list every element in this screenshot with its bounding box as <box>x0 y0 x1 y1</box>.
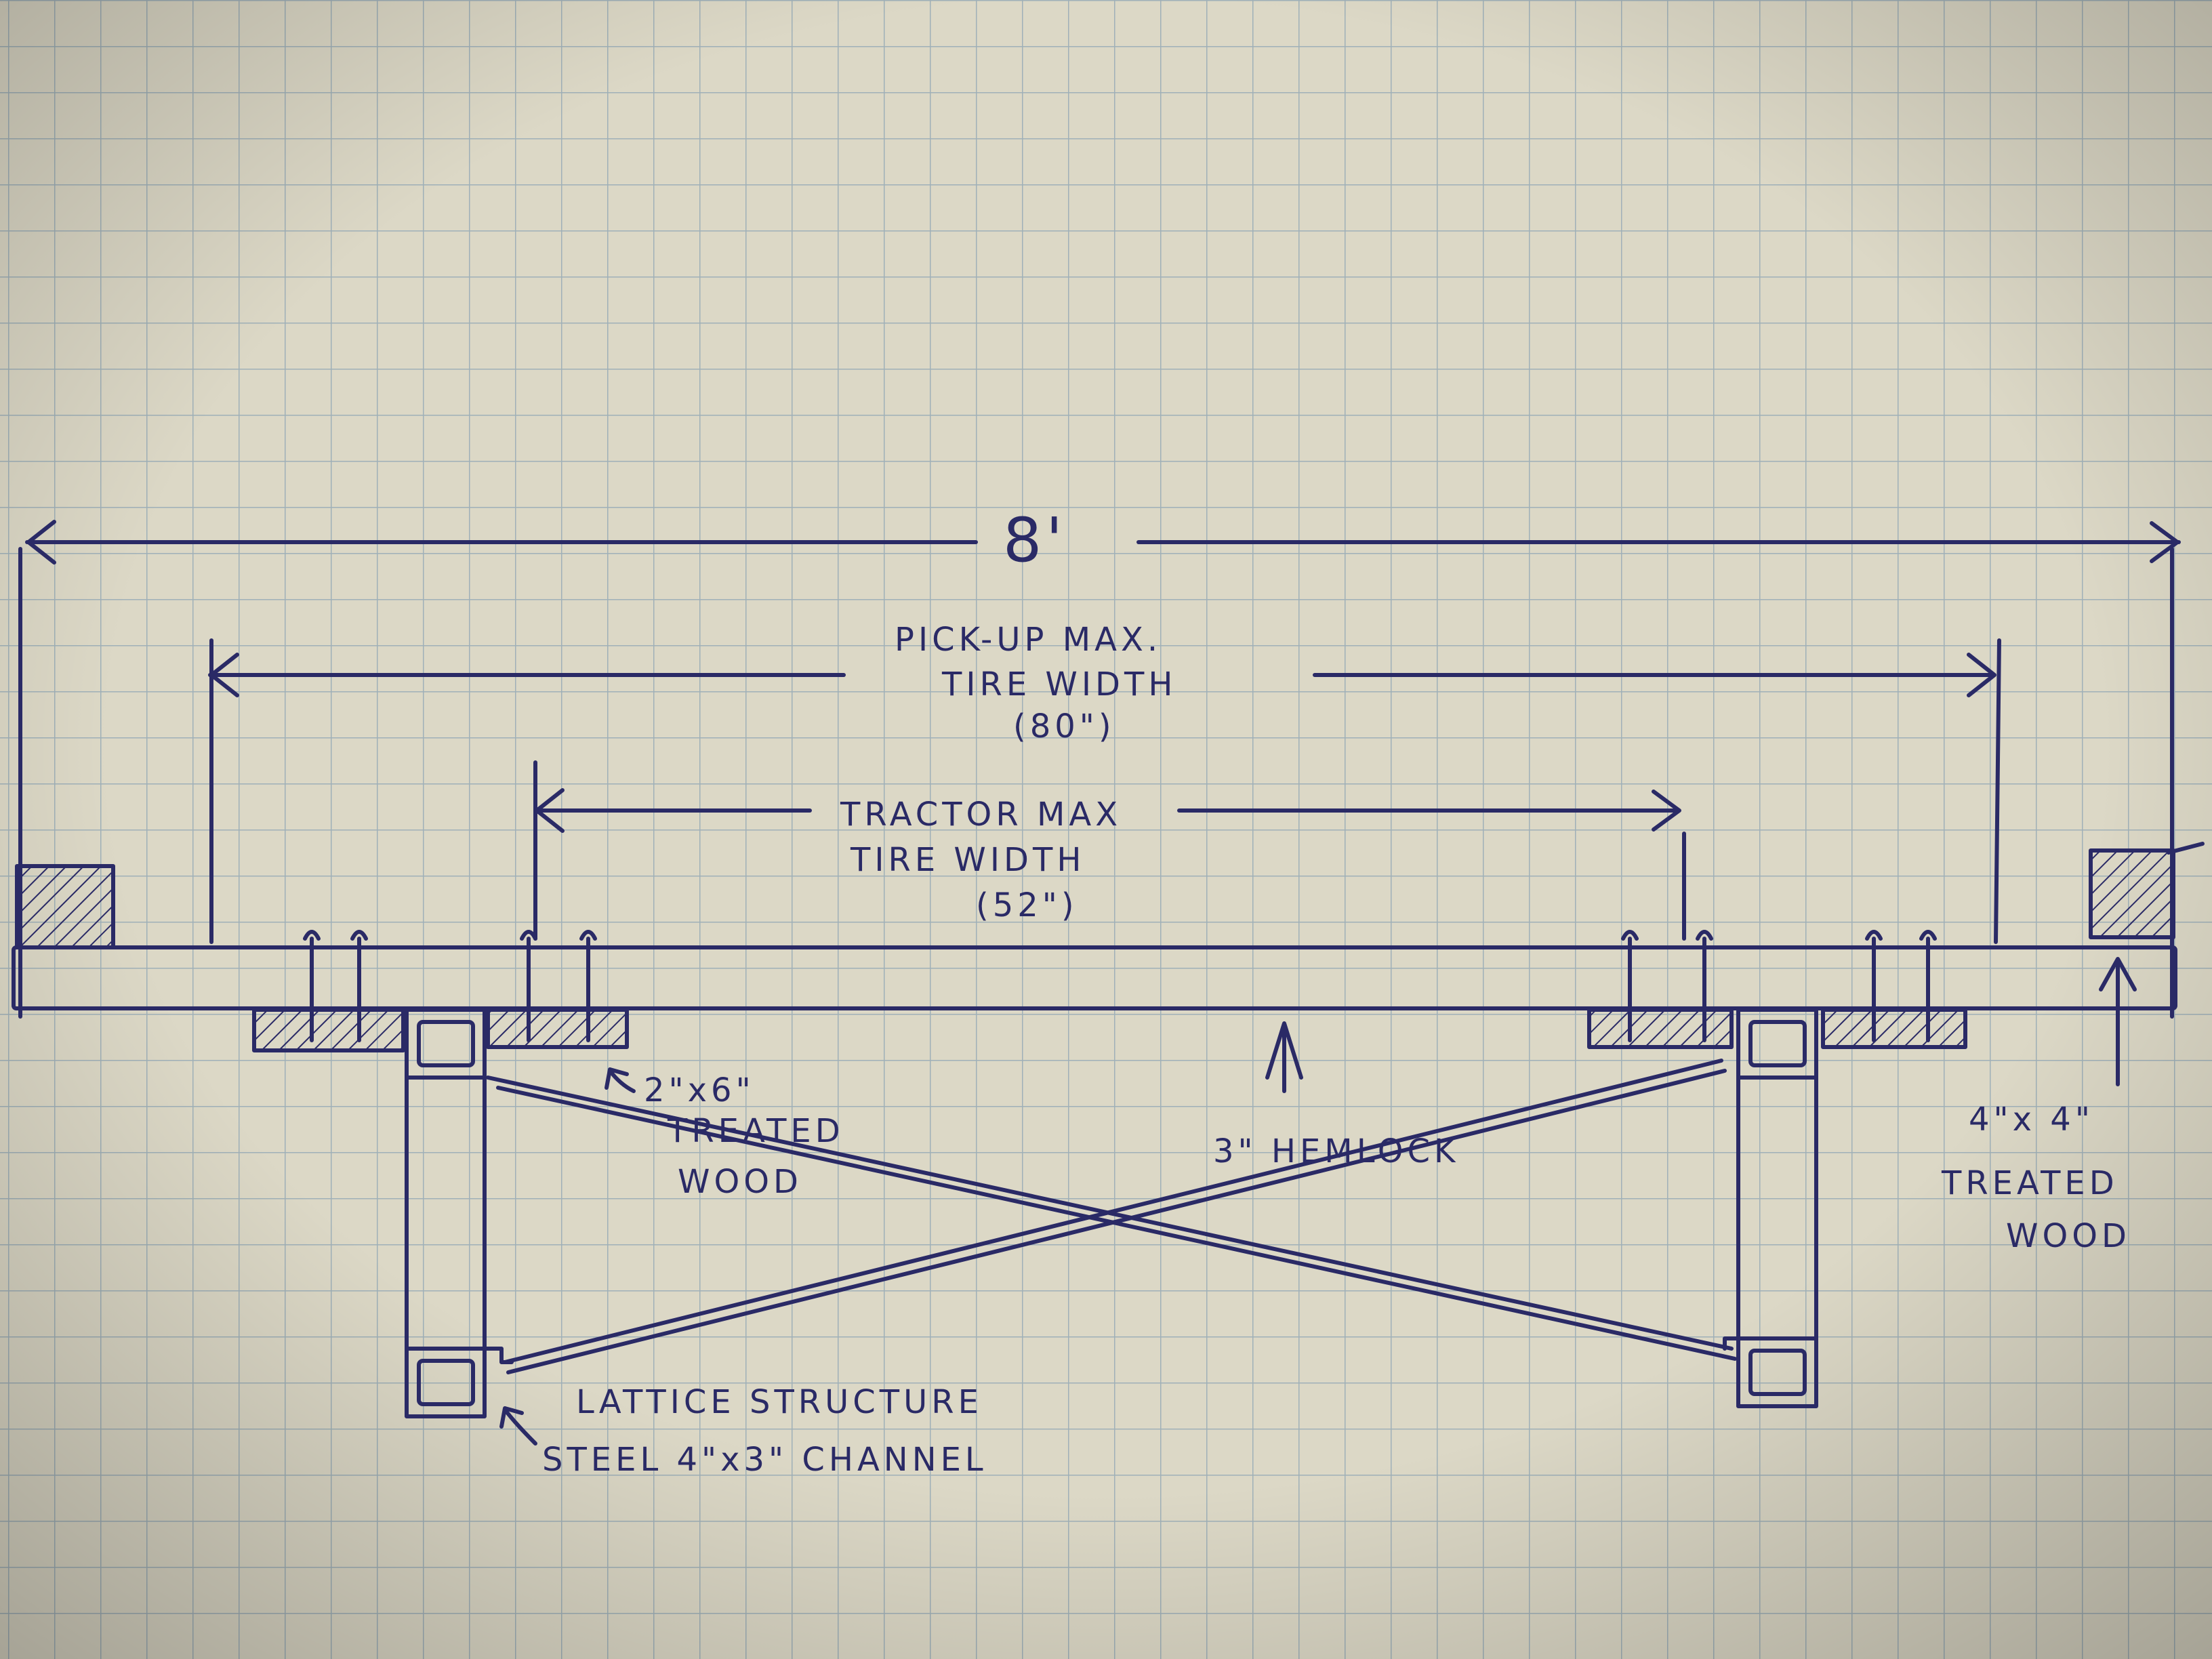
wood4x4-label-line3: WOOD <box>2006 1217 2131 1255</box>
pickup-label-line2: TIRE WIDTH <box>941 665 1176 703</box>
wood2x6-label-line1: 2"x6" <box>644 1071 755 1109</box>
hemlock-label: 3" HEMLOCK <box>1213 1132 1460 1170</box>
tractor-label-line3: (52") <box>976 886 1078 924</box>
tractor-width-dimension <box>533 760 1686 941</box>
wood4x4-label-line1: 4"x 4" <box>1969 1101 2094 1139</box>
leader-lattice <box>499 1406 537 1446</box>
pickup-width-dimension <box>208 638 2001 944</box>
pickup-label-line3: (80") <box>1013 708 1115 745</box>
lattice-label-line2: STEEL 4"x3" CHANNEL <box>542 1441 987 1479</box>
cross-bracing <box>486 1059 1737 1374</box>
curb-4x4-left <box>15 864 115 949</box>
nailer-2x6-left <box>252 1008 629 1052</box>
wood2x6-label-line3: WOOD <box>678 1163 802 1201</box>
tractor-label-line1: TRACTOR MAX <box>840 796 1122 834</box>
wood4x4-label-line2: TREATED <box>1941 1164 2118 1202</box>
pickup-label-line1: PICK-UP MAX. <box>895 621 1162 659</box>
hemlock-deck <box>12 945 2177 1093</box>
channel-frame-left <box>405 1008 514 1418</box>
tractor-label-line2: TIRE WIDTH <box>850 841 1085 879</box>
leader-2x6 <box>605 1067 636 1093</box>
nailer-2x6-right <box>1587 1008 1967 1049</box>
curb-4x4-right <box>2089 842 2205 1086</box>
lattice-label-line1: LATTICE STRUCTURE <box>576 1383 983 1421</box>
overall-width-label: 8' <box>1003 505 1067 576</box>
wood2x6-label-line2: TREATED <box>667 1112 844 1150</box>
